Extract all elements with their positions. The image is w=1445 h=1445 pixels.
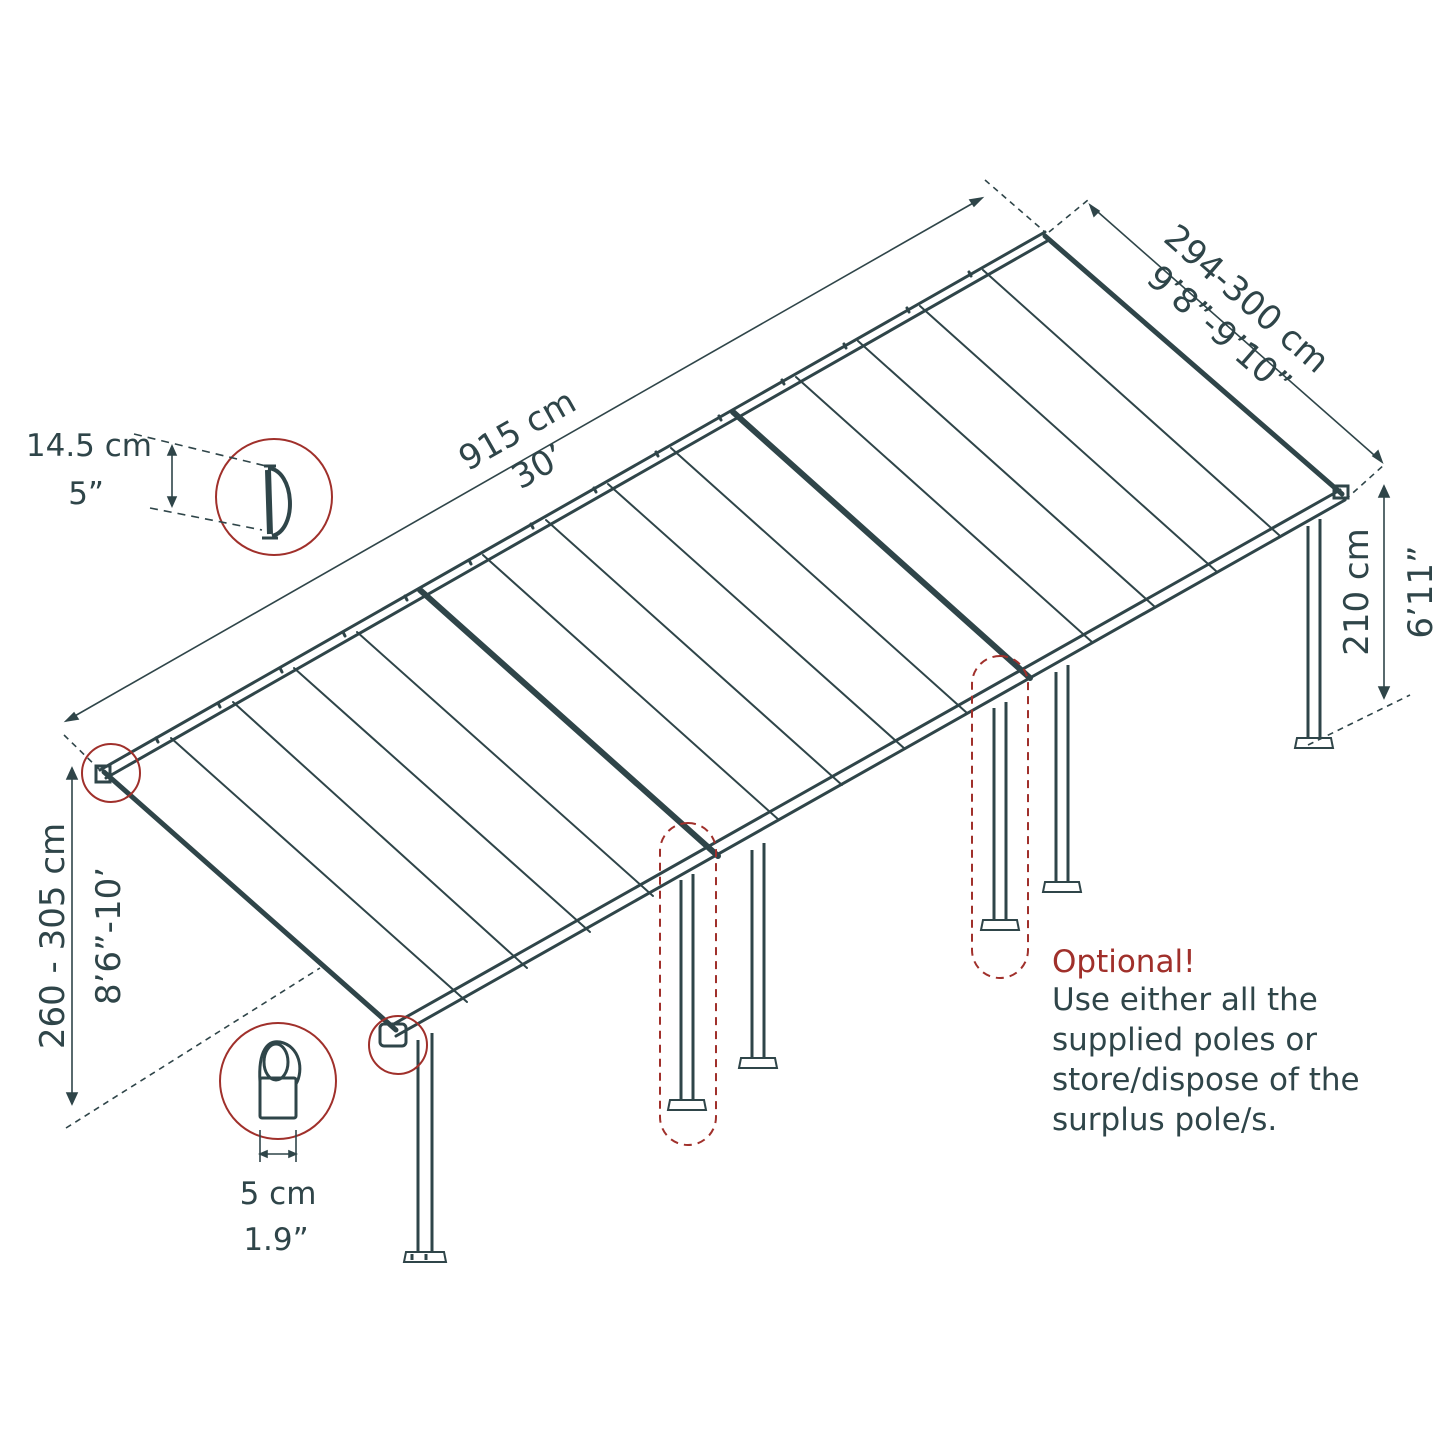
low-height-ft: 6’11”: [1401, 545, 1441, 638]
panel-lines: [170, 269, 1280, 1003]
highlights: [81, 438, 1029, 1146]
post-profile-icon: [258, 1040, 302, 1120]
note-line-1: Use either all the: [1052, 982, 1318, 1018]
left-rafter: [101, 769, 399, 1033]
posts: [402, 519, 1335, 1263]
optional-note: Optional! Use either all the supplied po…: [1052, 944, 1360, 1138]
optional-pole-marker-2: [971, 655, 1029, 979]
dimension-lines: [63, 179, 1411, 1162]
note-line-2: supplied poles or: [1052, 1022, 1317, 1058]
post-middle-3: [979, 702, 1021, 931]
optional-pole-marker-1: [659, 822, 717, 1146]
high-height-label: 260 - 305 cm 8’6”-10’: [33, 823, 129, 1049]
left-end-cap: [94, 764, 112, 784]
roof: [94, 230, 1350, 1048]
gutter-profile-icon: [262, 464, 292, 540]
highlight-left-cap: [81, 743, 141, 803]
gutter-detail-circle: [215, 438, 333, 556]
highlight-front-cap: [368, 1015, 428, 1075]
back-beam: [98, 230, 1051, 780]
post-middle-2: [737, 843, 779, 1069]
post-cm: 5 cm: [240, 1176, 317, 1212]
rafter-heavy-1: [417, 587, 721, 859]
gutter-in: 5”: [68, 476, 104, 512]
note-heading: Optional!: [1052, 944, 1196, 980]
front-gutter: [390, 488, 1347, 1038]
width-label: 294-300 cm 9’8”-9’10”: [1139, 217, 1337, 404]
note-line-3: store/dispose of the: [1052, 1062, 1360, 1098]
front-right-cap: [1332, 484, 1350, 500]
front-left-cap: [378, 1022, 408, 1048]
post-front-left: [402, 1033, 448, 1263]
post-middle-1: [666, 874, 708, 1111]
note-line-4: surplus pole/s.: [1052, 1102, 1277, 1138]
low-height-label: 210 cm 6’11”: [1337, 528, 1441, 656]
high-height-ft: 8’6”-10’: [89, 867, 129, 1005]
post-front-right: [1293, 519, 1335, 749]
gutter-cm: 14.5 cm: [26, 428, 152, 464]
rafter-heavy-2: [730, 409, 1033, 681]
high-height-cm: 260 - 305 cm: [33, 823, 73, 1049]
post-middle-4: [1041, 665, 1083, 893]
beam-bolts: [154, 270, 973, 744]
post-detail-circle: [219, 1022, 337, 1140]
right-rafter: [1042, 233, 1345, 497]
post-in: 1.9”: [243, 1222, 308, 1258]
low-height-cm: 210 cm: [1337, 528, 1377, 656]
